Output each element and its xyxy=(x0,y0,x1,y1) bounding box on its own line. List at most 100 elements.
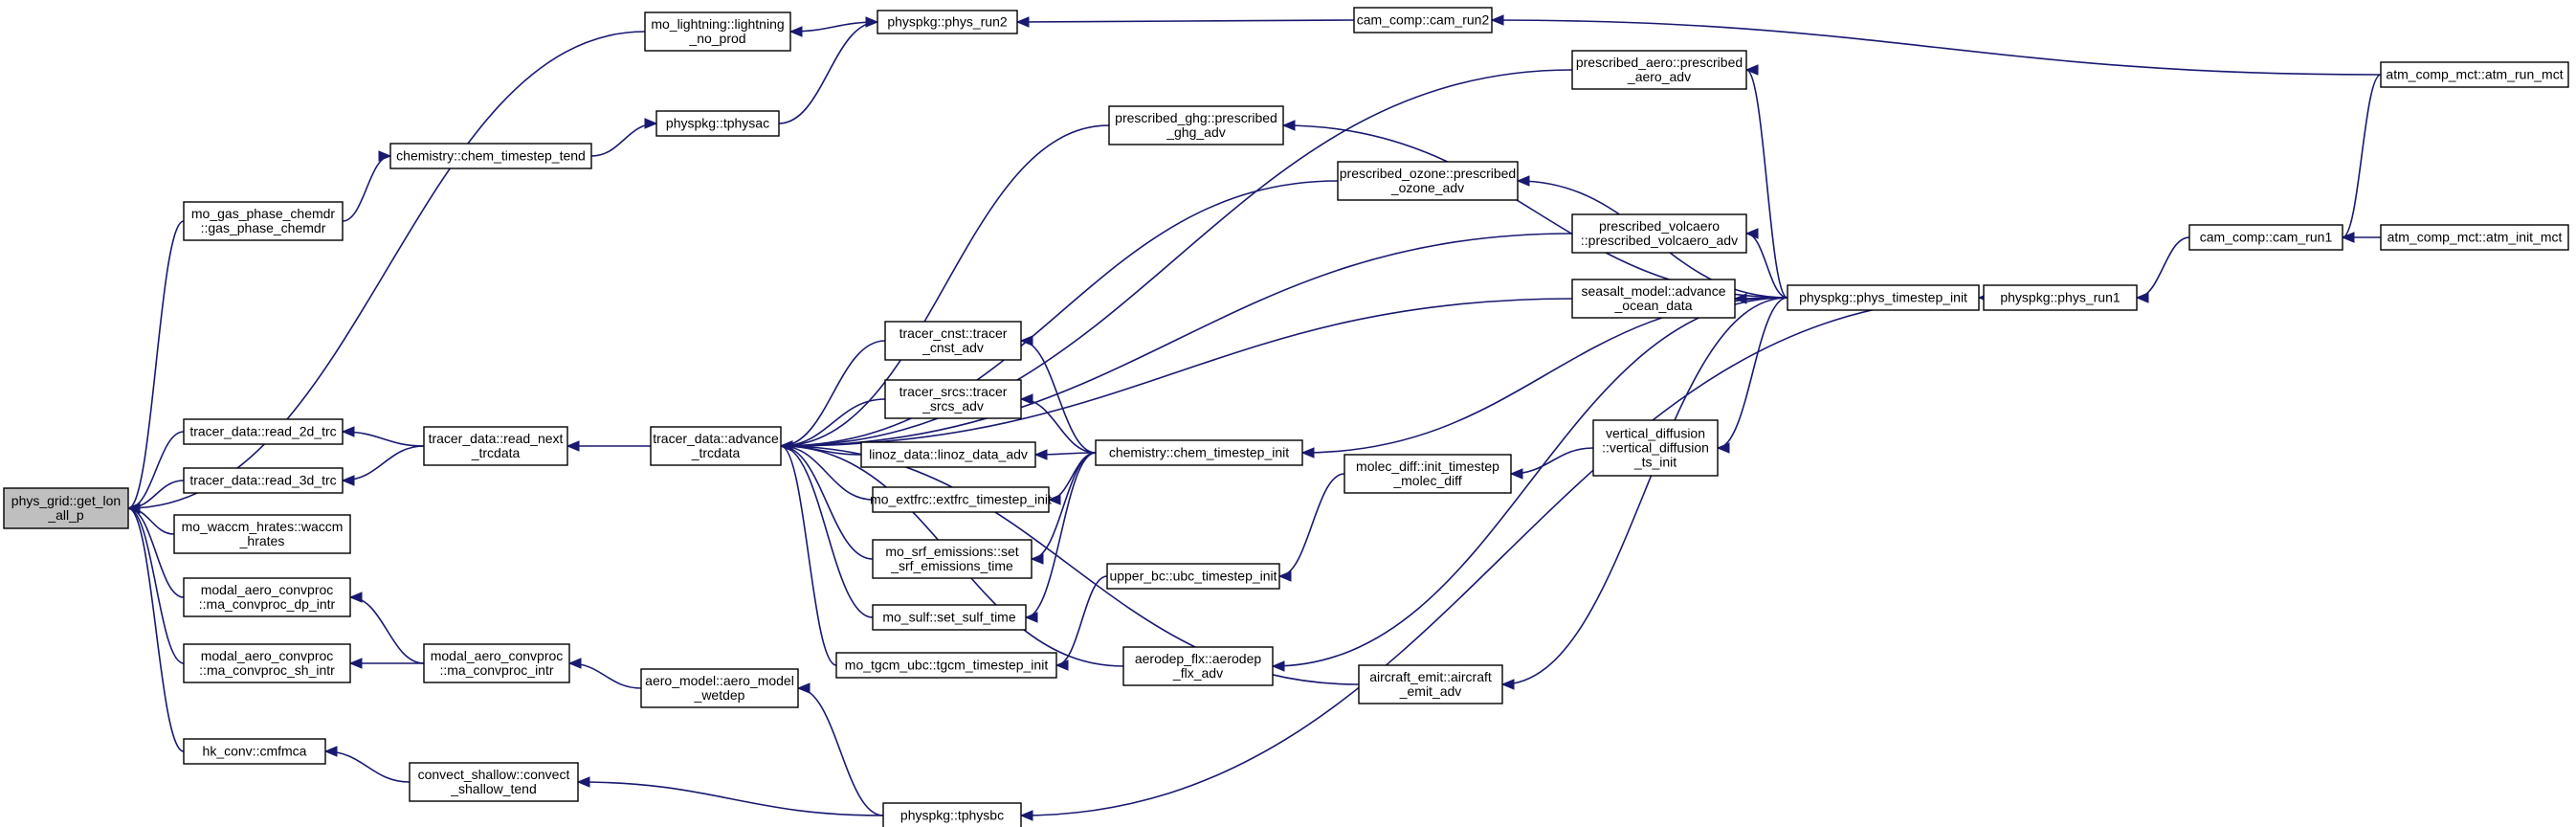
node-label: chemistry::chem_timestep_init xyxy=(1109,445,1289,460)
node-box xyxy=(2188,224,2343,251)
node-aerodep-flx-adv[interactable]: aerodep_flx::aerodep_flx_adv xyxy=(1122,646,1274,686)
node-label: _ocean_data xyxy=(1614,298,1693,313)
node-cam-comp-cam-run2[interactable]: cam_comp::cam_run2 xyxy=(1353,7,1493,34)
node-chemistry-chem-timestep-tend[interactable]: chemistry::chem_timestep_tend xyxy=(389,143,592,169)
node-box xyxy=(183,577,351,617)
edge-mo_srf_emissions_set_time-to-tracer_data_advance_trcdata xyxy=(780,445,874,560)
node-mo-waccm-hrates[interactable]: mo_waccm_hrates::waccm_hrates xyxy=(173,514,351,554)
node-tracer-cnst-adv[interactable]: tracer_cnst::tracer_cnst_adv xyxy=(884,321,1022,361)
node-prescribed-volcaero-adv[interactable]: prescribed_volcaero::prescribed_volcaero… xyxy=(1571,213,1747,254)
node-label: vertical_diffusion xyxy=(1606,426,1705,441)
node-tracer-data-advance-trcdata[interactable]: tracer_data::advance_trcdata xyxy=(650,426,782,466)
node-box xyxy=(183,738,326,765)
node-modal-aero-convproc-dp-intr[interactable]: modal_aero_convproc::ma_convproc_dp_intr xyxy=(183,577,351,617)
node-box xyxy=(183,418,344,445)
node-physpkg-phys-timestep-init[interactable]: physpkg::phys_timestep_init xyxy=(1787,284,1980,311)
node-label: cam_comp::cam_run1 xyxy=(2200,230,2333,245)
node-box xyxy=(183,201,344,241)
node-label: molec_diff::init_timestep xyxy=(1356,458,1499,474)
nodes-layer: phys_grid::get_lon_all_p mo_lightning::li… xyxy=(3,7,2569,827)
node-mo-sulf-set-sulf-time[interactable]: mo_sulf::set_sulf_time xyxy=(872,604,1027,631)
edge-mo_gas_phase_chemdr-to-phys_grid_get_lon_all_p xyxy=(127,220,185,509)
node-label: tracer_srcs::tracer xyxy=(899,384,1008,399)
node-label: _aero_adv xyxy=(1627,69,1691,84)
edge-prescribed_aero_adv-to-tracer_data_advance_trcdata xyxy=(780,69,1573,447)
node-physpkg-tphysac[interactable]: physpkg::tphysac xyxy=(655,110,780,137)
node-atm-comp-mct-atm-init-mct[interactable]: atm_comp_mct::atm_init_mct xyxy=(2380,224,2569,251)
arrowhead-icon xyxy=(1055,659,1069,671)
node-tracer-data-read-2d-trc[interactable]: tracer_data::read_2d_trc xyxy=(183,418,344,445)
node-physpkg-phys-run1[interactable]: physpkg::phys_run1 xyxy=(1983,284,2138,311)
node-label: atm_comp_mct::atm_run_mct xyxy=(2386,67,2563,82)
node-molec-diff-init-timestep[interactable]: molec_diff::init_timestep_molec_diff xyxy=(1344,454,1512,494)
node-seasalt-model-advance-ocean-data[interactable]: seasalt_model::advance_ocean_data xyxy=(1571,279,1736,319)
node-label: prescribed_ghg::prescribed xyxy=(1115,110,1277,125)
edge-physpkg_phys_timestep_init-to-vertical_diffusion_ts_init xyxy=(1717,297,1788,449)
node-mo-tgcm-ubc-timestep-init[interactable]: mo_tgcm_ubc::tgcm_timestep_init xyxy=(835,652,1057,679)
node-box xyxy=(1095,439,1303,466)
node-physpkg-phys-run2[interactable]: physpkg::phys_run2 xyxy=(877,10,1018,34)
edge-tracer_srcs_adv-to-tracer_data_advance_trcdata xyxy=(780,398,886,447)
node-linoz-data-adv[interactable]: linoz_data::linoz_data_adv xyxy=(860,441,1036,468)
node-mo-lightning-no-prod[interactable]: mo_lightning::lightning_no_prod xyxy=(644,11,791,52)
node-physpkg-tphysbc[interactable]: physpkg::tphysbc xyxy=(882,802,1022,827)
node-phys-grid-get-lon-all-p[interactable]: phys_grid::get_lon_all_p xyxy=(3,487,129,529)
node-box xyxy=(2380,224,2569,251)
node-box xyxy=(1353,7,1493,34)
node-label: _emit_adv xyxy=(1399,683,1462,699)
node-convect-shallow-tend[interactable]: convect_shallow::convect_shallow_tend xyxy=(409,762,579,802)
node-chemistry-chem-timestep-init[interactable]: chemistry::chem_timestep_init xyxy=(1095,439,1303,466)
node-label: physpkg::phys_timestep_init xyxy=(1799,290,1967,305)
arrowhead-icon xyxy=(1019,335,1033,346)
arrowhead-icon xyxy=(1019,810,1033,821)
node-box xyxy=(650,426,782,466)
node-label: _flx_adv xyxy=(1172,665,1223,681)
node-label: tracer_data::advance xyxy=(653,431,779,446)
node-box xyxy=(1571,213,1747,254)
arrowhead-icon xyxy=(2341,232,2355,243)
arrowhead-icon xyxy=(1490,14,1504,26)
arrowhead-icon xyxy=(1047,494,1061,505)
edge-modal_aero_convproc_sh_intr-to-phys_grid_get_lon_all_p xyxy=(127,507,185,664)
edge-physpkg_phys_timestep_init-to-aircraft_emit_adv xyxy=(1501,297,1788,685)
node-mo-srf-emissions-set-time[interactable]: mo_srf_emissions::set_srf_emissions_time xyxy=(872,539,1033,579)
node-aero-model-wetdep[interactable]: aero_model::aero_model_wetdep xyxy=(640,668,799,708)
node-tracer-srcs-adv[interactable]: tracer_srcs::tracer_srcs_adv xyxy=(884,379,1022,419)
node-modal-aero-convproc-intr[interactable]: modal_aero_convproc::ma_convproc_intr xyxy=(423,643,570,683)
node-hk-conv-cmfmca[interactable]: hk_conv::cmfmca xyxy=(183,738,326,765)
node-prescribed-ghg-adv[interactable]: prescribed_ghg::prescribed_ghg_adv xyxy=(1108,105,1284,145)
arrowhead-icon xyxy=(1271,660,1285,672)
node-label: tracer_data::read_2d_trc xyxy=(189,424,336,439)
node-prescribed-ozone-adv[interactable]: prescribed_ozone::prescribed_ozone_adv xyxy=(1337,161,1519,201)
node-label: ::vertical_diffusion xyxy=(1602,440,1709,456)
arrowhead-icon xyxy=(788,26,803,37)
node-aircraft-emit-adv[interactable]: aircraft_emit::aircraft_emit_adv xyxy=(1358,664,1503,704)
node-upper-bc-ubc-timestep-init[interactable]: upper_bc::ubc_timestep_init xyxy=(1106,563,1280,590)
node-tracer-data-read-next-trcdata[interactable]: tracer_data::read_next_trcdata xyxy=(423,426,568,466)
node-atm-comp-mct-atm-run-mct[interactable]: atm_comp_mct::atm_run_mct xyxy=(2380,61,2569,88)
node-label: _hrates xyxy=(239,533,285,548)
edge-atm_comp_mct_atm_run_mct-to-cam_comp_cam_run1 xyxy=(2342,74,2382,238)
node-cam-comp-cam-run1[interactable]: cam_comp::cam_run1 xyxy=(2188,224,2343,251)
node-modal-aero-convproc-sh-intr[interactable]: modal_aero_convproc::ma_convproc_sh_intr xyxy=(183,643,351,683)
edge-tracer_data_read_next_trcdata-to-tracer_data_read_3d_trc xyxy=(342,445,425,481)
arrowhead-icon xyxy=(1744,64,1759,76)
node-box xyxy=(835,652,1057,679)
edge-prescribed_ghg_adv-to-tracer_data_advance_trcdata xyxy=(780,124,1110,447)
edge-cam_comp_cam_run2-to-physpkg_phys_run2 xyxy=(1016,19,1355,23)
arrowhead-icon xyxy=(1516,175,1530,187)
node-vertical-diffusion-ts-init[interactable]: vertical_diffusion::vertical_diffusion_t… xyxy=(1592,419,1719,477)
node-label: physpkg::tphysbc xyxy=(900,808,1004,823)
node-prescribed-aero-adv[interactable]: prescribed_aero::prescribed_aero_adv xyxy=(1571,50,1747,90)
arrowhead-icon xyxy=(865,16,879,28)
arrowhead-icon xyxy=(1509,468,1523,480)
node-mo-gas-phase-chemdr[interactable]: mo_gas_phase_chemdr::gas_phase_chemdr xyxy=(183,201,344,241)
node-tracer-data-read-3d-trc[interactable]: tracer_data::read_3d_trc xyxy=(183,467,344,494)
node-label: hk_conv::cmfmca xyxy=(203,744,307,759)
arrowhead-icon xyxy=(1024,612,1038,623)
node-mo-extfrc-timestep-init[interactable]: mo_extfrc::extfrc_timestep_init xyxy=(870,486,1052,513)
node-box xyxy=(1787,284,1980,311)
node-label: mo_gas_phase_chemdr xyxy=(191,206,336,221)
node-label: _ghg_adv xyxy=(1166,124,1226,140)
edge-chemistry_chem_timestep_tend-to-physpkg_tphysac xyxy=(590,123,657,157)
